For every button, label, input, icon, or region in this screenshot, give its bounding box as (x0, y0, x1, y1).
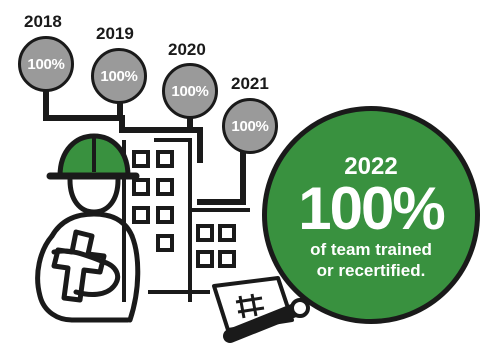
milestone-year-2020: 2020 (168, 40, 206, 59)
milestone-year-2021: 2021 (231, 74, 269, 93)
highlight-year: 2022 (344, 153, 398, 180)
building-icon (122, 138, 250, 302)
blueprint-roll-icon (212, 276, 310, 343)
milestone-year-2018: 2018 (24, 12, 62, 31)
milestone-value: 100% (231, 117, 269, 135)
highlight-caption: of team trained or recertified. (267, 239, 475, 281)
highlight-caption-line-2: or recertified. (316, 261, 426, 280)
highlight-circle: 2022 100% of team trained or recertified… (262, 106, 480, 324)
milestone-value: 100% (171, 82, 209, 100)
hard-hat-icon (46, 133, 140, 180)
milestone-bubble-2020: 100% (162, 63, 218, 119)
highlight-value: 100% (298, 175, 445, 242)
milestone-bubble-2018: 100% (18, 36, 74, 92)
milestone-value: 100% (27, 55, 65, 73)
milestone-bubble-2021: 100% (222, 98, 278, 154)
milestone-year-2019: 2019 (96, 24, 134, 43)
milestone-value: 100% (100, 67, 138, 85)
milestone-bubble-2019: 100% (91, 48, 147, 104)
highlight-caption-line-1: of team trained (310, 240, 432, 259)
worker-icon (35, 177, 141, 323)
